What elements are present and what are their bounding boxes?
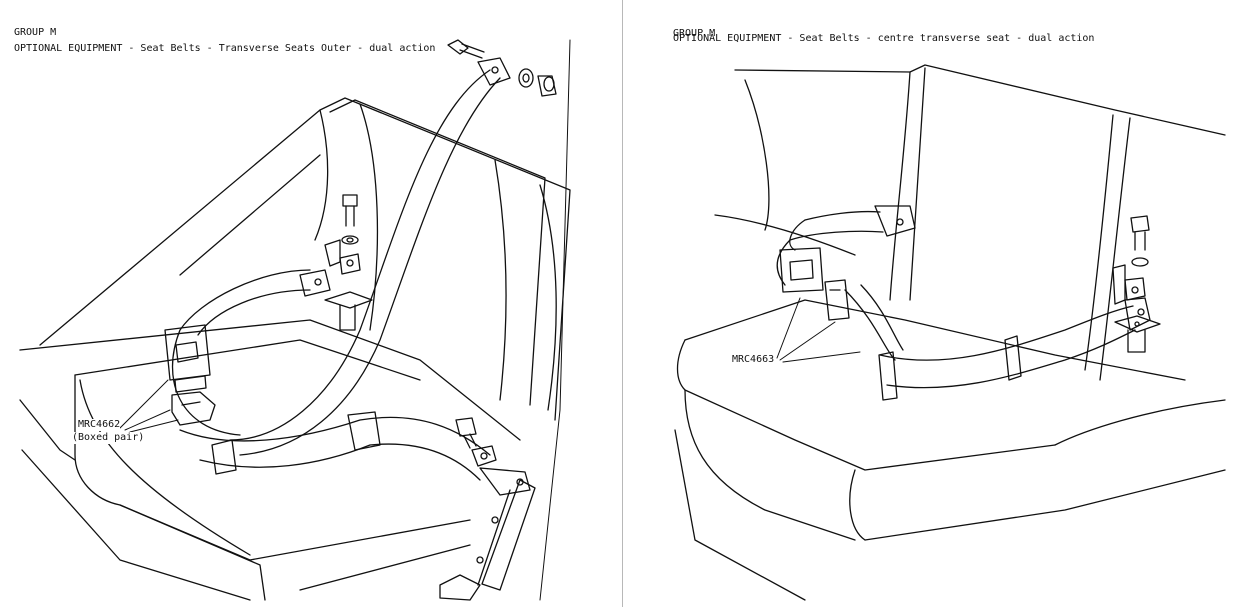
wall-edge-line [540, 40, 570, 600]
floor-anchor-bolt [456, 418, 530, 495]
left-part-note: (Boxed pair) [72, 432, 145, 444]
seat-cushion-outline [20, 320, 520, 600]
belt-buckle [165, 325, 215, 425]
anchor-bolt-assembly [1113, 216, 1160, 352]
seat-cushion-outline [675, 300, 1225, 600]
belt-buckle [780, 248, 849, 320]
part-leader-lines [777, 298, 860, 362]
right-panel-title: OPTIONAL EQUIPMENT - Seat Belts - centre… [673, 33, 1095, 44]
center-bolt-assembly [325, 195, 372, 330]
right-group-label: GROUP M [673, 28, 716, 39]
left-part-number: MRC4662 [78, 419, 121, 431]
seat-back-outline [40, 98, 570, 420]
seat-back-outline [715, 65, 1225, 380]
left-panel-title: OPTIONAL EQUIPMENT - Seat Belts - Transv… [14, 43, 436, 54]
left-group-label: GROUP M [14, 27, 57, 38]
right-part-number: MRC4663 [732, 354, 775, 366]
lap-strap [777, 206, 1150, 400]
panel-divider [622, 0, 623, 607]
top-anchor-bolt [448, 40, 556, 96]
centre-seat-belt-drawing [625, 0, 1241, 607]
floor-bracket [440, 480, 535, 600]
left-illustration-panel: GROUP M OPTIONAL EQUIPMENT - Seat Belts … [0, 0, 622, 607]
outer-seat-belt-drawing [0, 0, 622, 607]
part-leader-lines [120, 380, 178, 432]
right-illustration-panel: GROUP M OPTIONAL EQUIPMENT - Seat Belts … [625, 0, 1241, 607]
shoulder-strap [230, 58, 510, 455]
